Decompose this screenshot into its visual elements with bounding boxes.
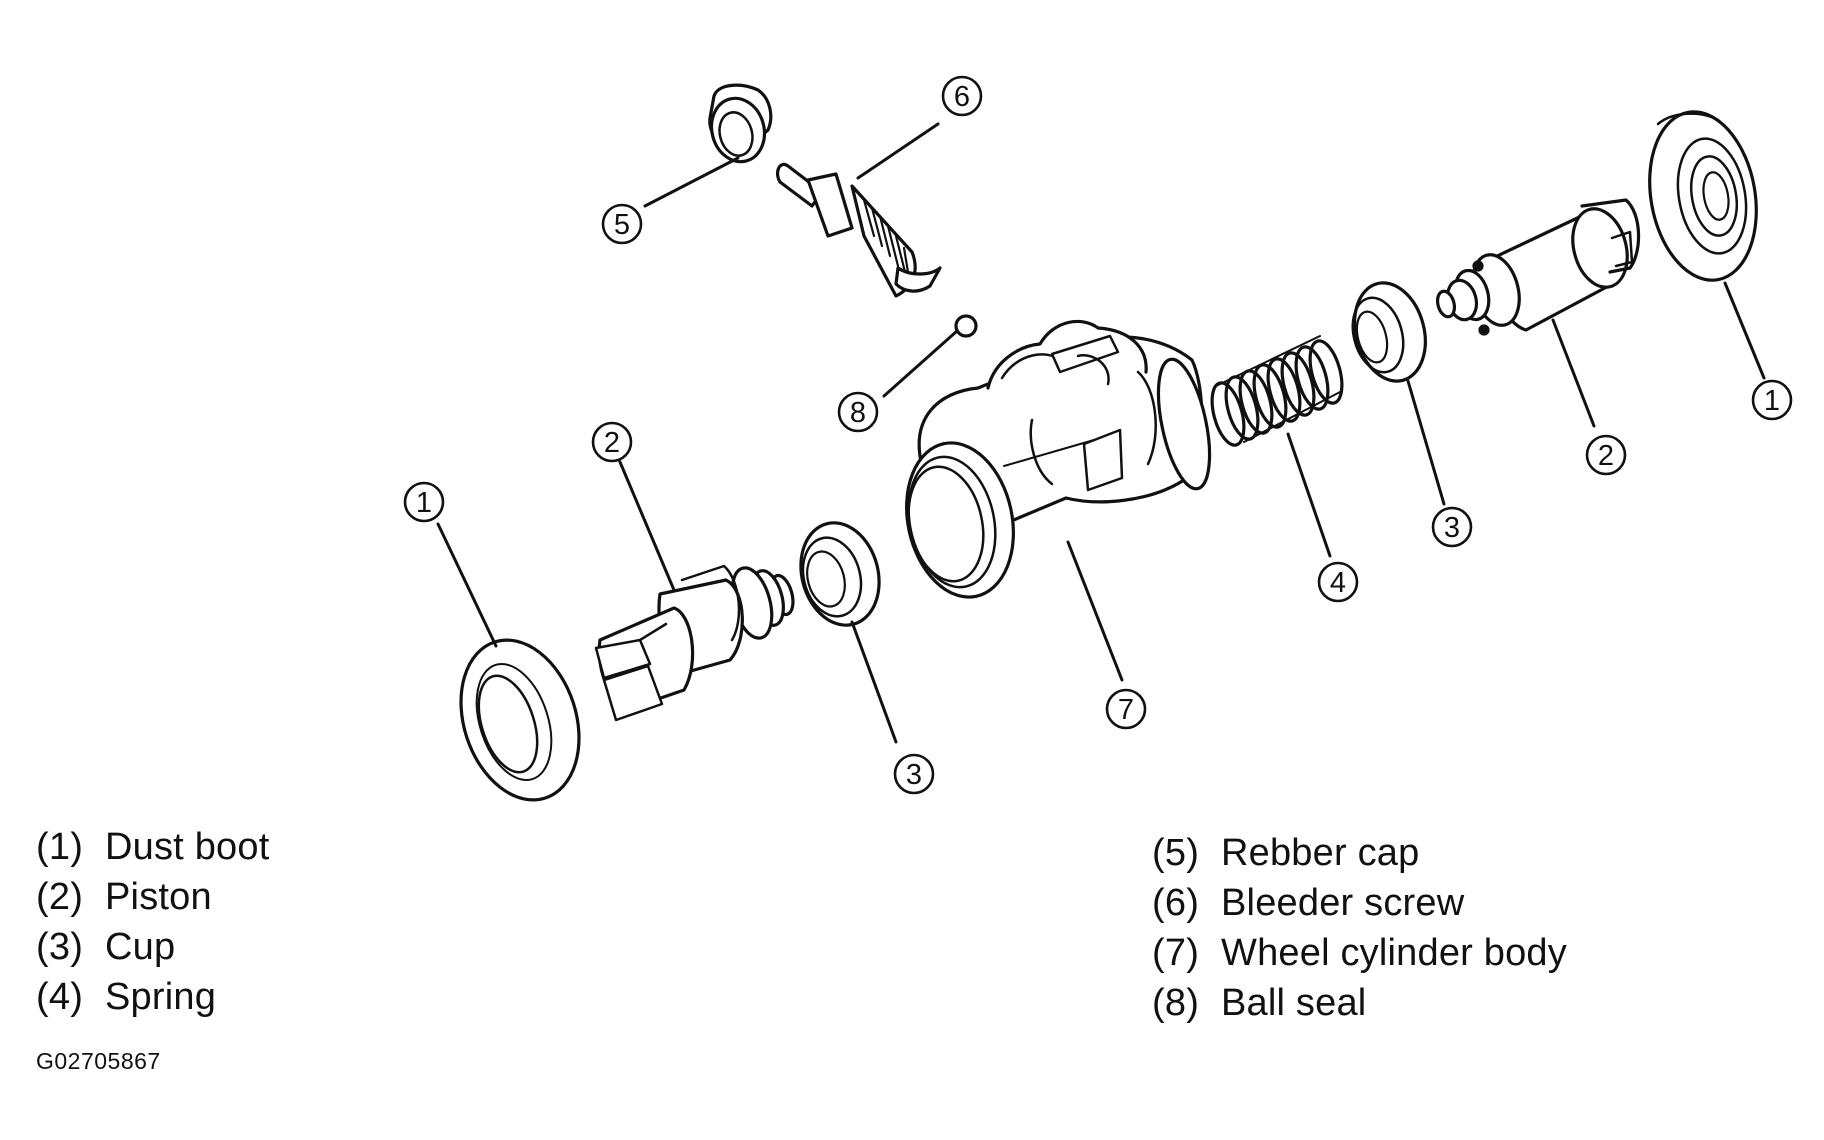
spring — [1210, 335, 1344, 447]
legend-label: Cup — [105, 926, 176, 968]
piston-right — [1435, 198, 1641, 336]
callout-7: 7 — [1105, 688, 1147, 730]
figure-code: G02705867 — [36, 1048, 161, 1074]
callout-label: 3 — [906, 759, 922, 791]
callout-label: 6 — [954, 81, 970, 113]
legend-number: (5) — [1152, 832, 1200, 874]
callout-label: 3 — [1444, 512, 1460, 544]
callout-label: 1 — [416, 487, 432, 519]
legend-number: (3) — [36, 926, 84, 968]
dust-boot-left — [459, 638, 581, 802]
cup-right — [1351, 281, 1427, 383]
legend-item-dust-boot: (1) Dust boot — [36, 822, 269, 872]
callout-2-right: 2 — [1585, 434, 1627, 476]
legend-number: (8) — [1152, 982, 1200, 1024]
legend-label: Dust boot — [105, 826, 270, 868]
legend-number: (6) — [1152, 882, 1200, 924]
legend-label: Rebber cap — [1221, 832, 1420, 874]
legend-label: Bleeder screw — [1221, 882, 1465, 924]
callout-3-left: 3 — [893, 753, 935, 795]
legend-label: Ball seal — [1221, 982, 1367, 1024]
cup-left — [799, 521, 881, 627]
callout-label: 5 — [614, 209, 630, 241]
legend-label: Piston — [105, 876, 212, 918]
callout-label: 4 — [1330, 567, 1346, 599]
callout-6: 6 — [941, 75, 983, 117]
legend-item-rubber-cap: (5) Rebber cap — [1152, 828, 1567, 878]
callout-1-right: 1 — [1751, 379, 1793, 421]
legend-item-piston: (2) Piston — [36, 872, 269, 922]
legend-number: (2) — [36, 876, 84, 918]
ball-seal — [954, 314, 978, 338]
callout-label: 2 — [604, 427, 620, 459]
legend-item-spring: (4) Spring — [36, 972, 269, 1022]
legend-number: (4) — [36, 976, 84, 1018]
bleeder-screw — [775, 162, 942, 298]
callout-1-left: 1 — [403, 481, 445, 523]
legend-left: (1) Dust boot (2) Piston (3) Cup (4) Spr… — [36, 822, 269, 1022]
callout-label: 1 — [1764, 385, 1780, 417]
legend-number: (1) — [36, 826, 84, 868]
leader-lines — [436, 122, 1766, 744]
piston-left — [594, 564, 795, 722]
callout-label: 8 — [850, 397, 866, 429]
legend-item-wheel-cylinder-body: (7) Wheel cylinder body — [1152, 928, 1567, 978]
legend-item-bleeder-screw: (6) Bleeder screw — [1152, 878, 1567, 928]
callout-5: 5 — [601, 203, 643, 245]
legend-item-ball-seal: (8) Ball seal — [1152, 978, 1567, 1028]
legend-number: (7) — [1152, 932, 1200, 974]
rubber-cap — [708, 83, 773, 164]
wheel-cylinder-body — [905, 319, 1212, 599]
callout-3-right: 3 — [1431, 506, 1473, 548]
callout-8: 8 — [837, 391, 879, 433]
legend-label: Spring — [105, 976, 217, 1018]
callout-4: 4 — [1317, 561, 1359, 603]
callout-label: 7 — [1118, 694, 1134, 726]
callout-2-left: 2 — [591, 421, 633, 463]
legend-label: Wheel cylinder body — [1221, 932, 1567, 974]
legend-right: (5) Rebber cap (6) Bleeder screw (7) Whe… — [1152, 828, 1567, 1028]
callout-label: 2 — [1598, 440, 1614, 472]
legend-item-cup: (3) Cup — [36, 922, 269, 972]
dust-boot-right — [1648, 110, 1758, 282]
